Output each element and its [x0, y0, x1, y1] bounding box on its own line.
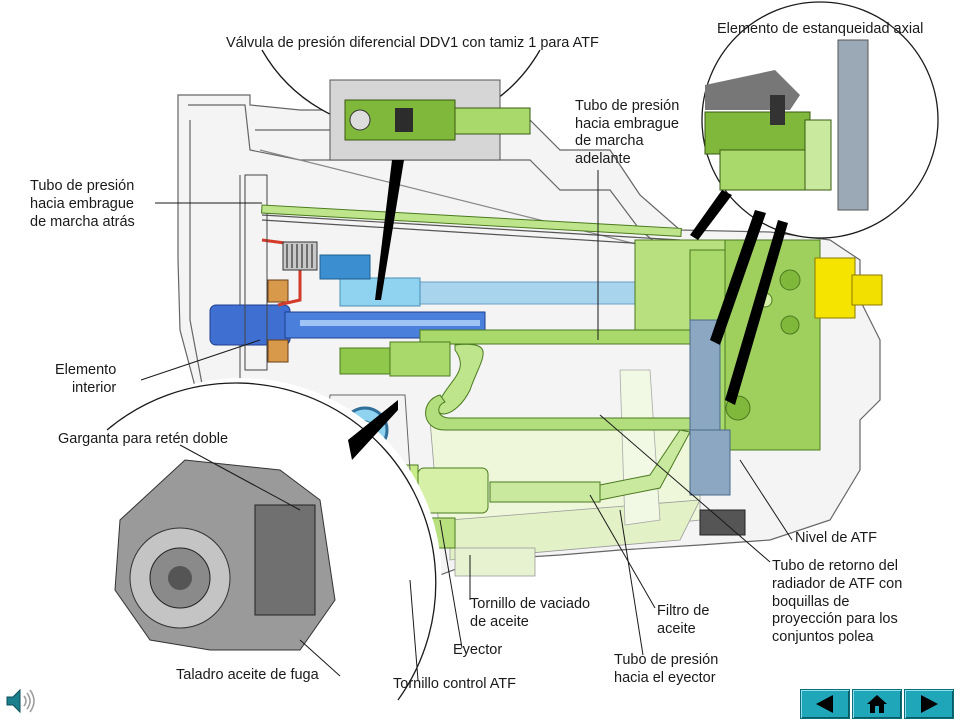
- forward-button[interactable]: [904, 689, 954, 719]
- home-icon: [867, 695, 887, 713]
- speaker-icon[interactable]: [4, 686, 38, 716]
- triangle-right-icon: [921, 695, 938, 713]
- label-tornillo-vaciado: Tornillo de vaciado de aceite: [470, 596, 591, 630]
- label-tornillo-control: Tornillo control ATF: [393, 676, 517, 692]
- navigation-bar: [800, 689, 956, 719]
- input-shaft: [209, 254, 691, 346]
- label-tubo-eyector: Tubo de presión hacia el eyector: [614, 652, 719, 686]
- label-garganta-reten: Garganta para retén doble: [58, 431, 229, 447]
- label-elemento-estanqueidad: Elemento de estanqueidad axial: [717, 21, 924, 37]
- clutch-pack: [244, 174, 318, 371]
- label-tubo-marcha-adelante: Tubo de presión hacia embrague de marcha…: [575, 98, 680, 167]
- seal-magnifier: [690, 1, 939, 405]
- triangle-left-icon: [816, 695, 833, 713]
- photo-magnifier: [106, 378, 442, 701]
- back-button[interactable]: [800, 689, 850, 719]
- label-tubo-marcha-atras: Tubo de presión hacia embrague de marcha…: [30, 178, 135, 230]
- label-elemento-interior: Elemento interior: [55, 362, 117, 396]
- home-button[interactable]: [852, 689, 902, 719]
- label-valvula-ddv1: Válvula de presión diferencial DDV1 con …: [226, 35, 599, 51]
- label-filtro-aceite: Filtro de aceite: [657, 603, 710, 637]
- valve-magnifier: [261, 49, 541, 300]
- label-nivel-atf: Nivel de ATF: [795, 530, 877, 546]
- label-taladro-aceite: Taladro aceite de fuga: [176, 667, 319, 683]
- label-eyector: Eyector: [453, 642, 503, 658]
- label-tubo-retorno: Tubo de retorno del radiador de ATF con …: [772, 558, 903, 646]
- leader-lines: [140, 170, 793, 681]
